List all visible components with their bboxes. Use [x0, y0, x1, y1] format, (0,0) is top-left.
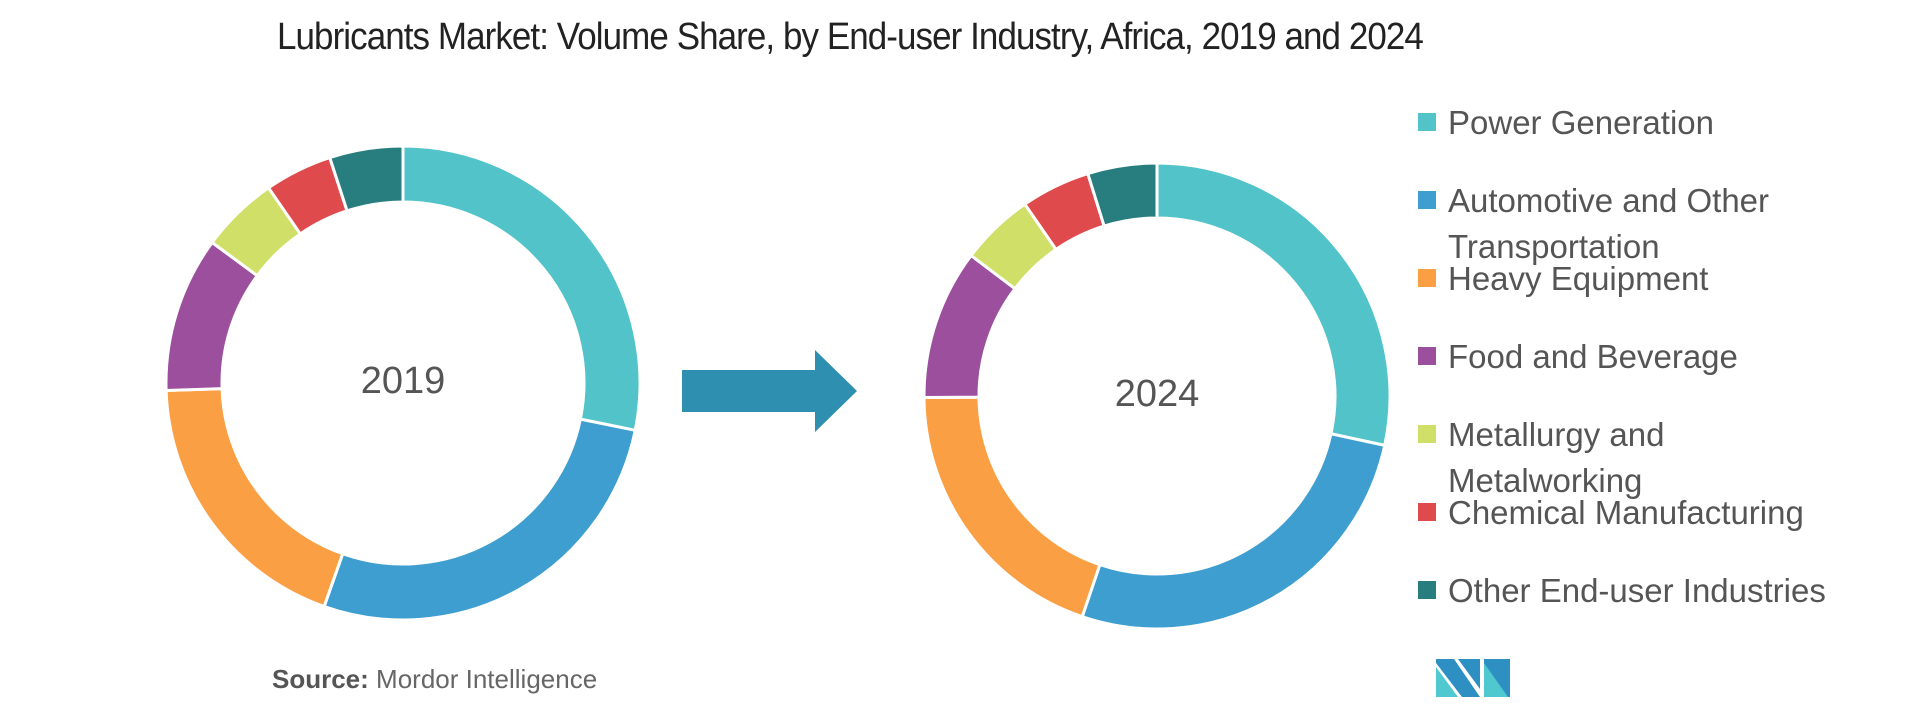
legend-label: Other End-user Industries: [1448, 572, 1826, 609]
donut-segment-other-end-user-industries: [327, 144, 405, 213]
legend-item-other-industries[interactable]: Other End-user Industries: [1418, 568, 1826, 614]
donut-segment-heavy-equipment: [164, 387, 345, 609]
legend-label: Power Generation: [1448, 104, 1714, 141]
chart-title: Lubricants Market: Volume Share, by End-…: [277, 16, 1424, 58]
legend-swatch: [1418, 503, 1436, 521]
legend-swatch: [1418, 113, 1436, 131]
legend-item-food-and-beverage[interactable]: Food and Beverage: [1418, 334, 1738, 380]
arrow-right-icon: [682, 350, 857, 432]
source-note: Source: Mordor Intelligence: [272, 664, 597, 695]
legend-item-power-generation[interactable]: Power Generation: [1418, 100, 1714, 146]
legend-swatch: [1418, 269, 1436, 287]
legend-label: Food and Beverage: [1448, 338, 1738, 375]
legend-swatch: [1418, 347, 1436, 365]
legend-item-metallurgy[interactable]: Metallurgy and Metalworking: [1418, 412, 1664, 504]
legend-swatch: [1418, 425, 1436, 443]
mordor-intelligence-logo-icon: [1436, 659, 1510, 697]
donut-2019: [164, 144, 642, 622]
donut-center-label-2024: 2024: [1114, 373, 1200, 415]
legend-label: Heavy Equipment: [1448, 260, 1709, 297]
legend-item-chemical-manufacturing[interactable]: Chemical Manufacturing: [1418, 490, 1804, 536]
legend-label: Chemical Manufacturing: [1448, 494, 1804, 531]
source-value: Mordor Intelligence: [376, 664, 598, 694]
source-label: Source:: [272, 664, 369, 694]
legend-label: Metallurgy and Metalworking: [1448, 416, 1665, 499]
donut-segment-heavy-equipment: [922, 395, 1102, 619]
legend-label: Automotive and Other Transportation: [1448, 182, 1770, 265]
donut-2024: [922, 161, 1392, 631]
donut-segment-automotive-and-other-transportation: [1080, 431, 1387, 631]
donut-segment-other-end-user-industries: [1085, 161, 1159, 228]
legend-item-automotive[interactable]: Automotive and Other Transportation: [1418, 178, 1769, 270]
legend-swatch: [1418, 191, 1436, 209]
legend-item-heavy-equipment[interactable]: Heavy Equipment: [1418, 256, 1708, 302]
donut-center-label-2019: 2019: [360, 360, 446, 402]
legend-swatch: [1418, 581, 1436, 599]
donut-segment-automotive-and-other-transportation: [322, 417, 637, 622]
